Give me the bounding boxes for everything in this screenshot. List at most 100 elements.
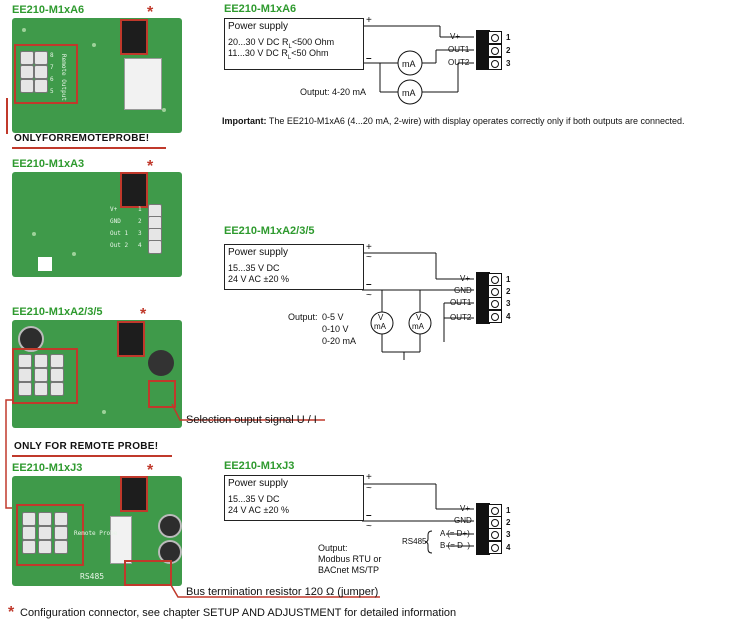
minus-sign-j3: – xyxy=(366,510,372,521)
board-title-a6: EE210-M1xA6 xyxy=(12,4,85,16)
remote-terminal-highlight-j3 xyxy=(16,504,84,566)
meter-v-1: V xyxy=(378,313,384,322)
minus-sign-a6: – xyxy=(366,53,372,64)
config-connector-a235 xyxy=(117,321,145,357)
wiring-a235 xyxy=(362,252,474,360)
pcb-label-out1: Out 1 xyxy=(110,230,129,237)
minus-sign-a235: – xyxy=(366,279,372,290)
pcb-num-5: 5 xyxy=(50,88,54,95)
pcb-label-remote-output: Remote Output xyxy=(60,54,67,101)
remote-terminal-highlight-a235 xyxy=(12,348,78,404)
footnote-star: * xyxy=(8,604,15,621)
tilde-bottom-a235: ~ xyxy=(366,290,372,301)
pcb-num-1: 1 xyxy=(138,206,142,213)
board-title-a235: EE210-M1xA2/3/5 xyxy=(12,306,103,318)
term-num-a6-3: 3 xyxy=(506,59,511,68)
remote-terminal-highlight-a6: 8 7 6 5 Remote Output xyxy=(14,44,78,104)
term-num-j3-3: 3 xyxy=(506,530,511,539)
ps-line2-a235: 24 V AC ±20 % xyxy=(228,274,289,284)
pcb-label-vplus: V+ xyxy=(110,206,118,213)
ps-line1-j3: 15...35 V DC xyxy=(228,494,280,504)
diagram-title-a235: EE210-M1xA2/3/5 xyxy=(224,225,315,237)
rs485-label: RS485 xyxy=(402,537,427,546)
selection-jumper-highlight xyxy=(148,380,176,408)
terminal-block-j3 xyxy=(476,503,490,555)
termination-resistor-callout: Bus termination resistor 120 Ω (jumper) xyxy=(186,586,379,598)
plus-sign-a6: + xyxy=(366,15,372,26)
output-a6: Output: 4-20 mA xyxy=(300,87,367,97)
pcb-label-out2: Out 2 xyxy=(110,242,129,249)
terminal-block-a6 xyxy=(476,30,490,70)
output-2-a235: 0-10 V xyxy=(322,324,349,334)
term-label-j3-1: V+ xyxy=(460,504,471,513)
footnote-text: Configuration connector, see chapter SET… xyxy=(20,607,457,619)
term-num-a6-2: 2 xyxy=(506,46,511,55)
term-label-a6-3: OUT2 xyxy=(448,58,470,67)
pcb-num-4: 4 xyxy=(138,242,142,249)
ps-line1-a6: 20...30 V DC RL<500 Ohm xyxy=(228,37,335,50)
term-label-a235-3: OUT1 xyxy=(450,298,472,307)
output-line3-j3: BACnet MS/TP xyxy=(318,565,380,575)
wiring-j3 xyxy=(362,483,474,554)
term-num-a6-1: 1 xyxy=(506,33,511,42)
star-marker-a235: * xyxy=(140,306,147,323)
ps-title-a6: Power supply xyxy=(228,21,289,32)
remote-probe-note-a6: ONLYFORREMOTEPROBE! xyxy=(14,133,150,144)
important-note-a6: Important: The EE210-M1xA6 (4...20 mA, 2… xyxy=(222,116,685,126)
remote-probe-note-a235: ONLY FOR REMOTE PROBE! xyxy=(14,441,159,452)
term-label-a235-1: V+ xyxy=(460,274,471,283)
tilde-bottom-j3: ~ xyxy=(366,521,372,532)
meter-v-2: V xyxy=(416,313,422,322)
pcb-label-rs485: RS485 xyxy=(80,572,105,581)
config-connector-j3 xyxy=(120,476,148,512)
meter-ma-2: mA xyxy=(402,88,416,98)
diagram-title-j3: EE210-M1xJ3 xyxy=(224,460,295,472)
meter-ma-1: mA xyxy=(402,59,416,69)
star-marker-j3: * xyxy=(147,462,154,479)
power-supply-box-j3 xyxy=(224,475,364,521)
term-num-a235-2: 2 xyxy=(506,287,511,296)
config-connector-a6 xyxy=(120,19,148,55)
output-line2-j3: Modbus RTU or xyxy=(318,554,382,564)
term-num-j3-4: 4 xyxy=(506,543,511,552)
term-label-j3-2: GND xyxy=(454,516,472,525)
rs485-a-label: A (= D+) xyxy=(440,529,470,538)
diagram-title-a6: EE210-M1xA6 xyxy=(224,3,297,15)
output-line1-j3: Output: xyxy=(318,543,348,553)
term-num-a235-3: 3 xyxy=(506,299,511,308)
pcb-label-remote-probe: Remote Probe xyxy=(74,530,118,537)
output-label-a235: Output: xyxy=(288,312,318,322)
star-marker-a3: * xyxy=(147,158,154,175)
board-title-a3: EE210-M1xA3 xyxy=(12,158,85,170)
rs485-b-label: B (= D–) xyxy=(440,541,471,550)
ps-title-a235: Power supply xyxy=(228,247,289,258)
term-num-a235-1: 1 xyxy=(506,275,511,284)
power-supply-box-a6 xyxy=(224,18,364,70)
meter-ma-3: mA xyxy=(374,322,386,331)
board-title-j3: EE210-M1xJ3 xyxy=(12,462,83,474)
ps-title-j3: Power supply xyxy=(228,478,289,489)
wiring-a6 xyxy=(362,25,474,105)
termination-jumper-highlight xyxy=(124,560,172,586)
output-3-a235: 0-20 mA xyxy=(322,336,357,346)
ps-line1-a235: 15...35 V DC xyxy=(228,263,280,273)
pcb-num-2: 2 xyxy=(138,218,142,225)
plus-sign-a235: + xyxy=(366,242,372,253)
meter-ma-4: mA xyxy=(412,322,424,331)
pcb-num-7: 7 xyxy=(50,64,54,71)
term-label-a235-2: GND xyxy=(454,286,472,295)
terminal-block-a235 xyxy=(476,272,490,324)
ps-line2-a6: 11...30 V DC RL<50 Ohm xyxy=(228,48,329,61)
term-num-a235-4: 4 xyxy=(506,312,511,321)
star-marker-a6: * xyxy=(147,4,154,21)
term-label-a6-2: OUT1 xyxy=(448,45,470,54)
term-label-a6-1: V+ xyxy=(450,32,461,41)
plus-sign-j3: + xyxy=(366,472,372,483)
pcb-label-gnd: GND xyxy=(110,218,121,225)
tilde-top-j3: ~ xyxy=(366,483,372,494)
selection-signal-callout: Selection ouput signal U / I xyxy=(186,414,317,426)
pcb-num-6: 6 xyxy=(50,76,54,83)
term-num-j3-1: 1 xyxy=(506,506,511,515)
power-supply-box-a235 xyxy=(224,244,364,290)
